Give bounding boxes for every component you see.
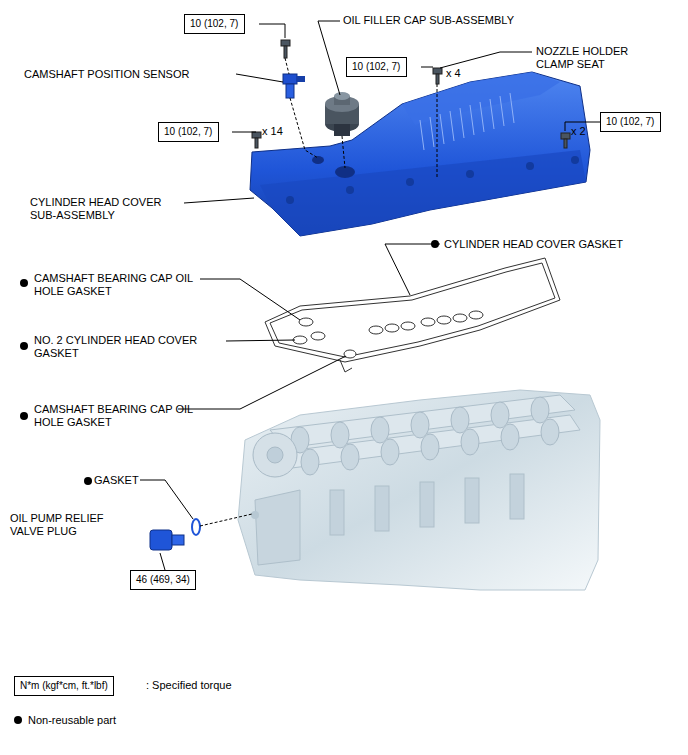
legend-text: Non-reusable part	[28, 714, 116, 726]
part-label: OIL FILLER CAP SUB-ASSEMBLY	[343, 14, 514, 26]
engine-block	[238, 390, 600, 590]
part-label: : Specified torque	[146, 679, 232, 691]
head-cover-gasket	[265, 258, 560, 372]
camshaft-position-sensor	[283, 74, 305, 98]
torque-value: 10 (102, 7)	[606, 116, 654, 127]
relief-valve-plug	[150, 519, 200, 550]
part-label: x 2	[571, 125, 586, 137]
leader-lines	[140, 21, 600, 570]
torque-value: 10 (102, 7)	[352, 61, 400, 72]
part-label: NOZZLE HOLDER CLAMP SEAT	[536, 45, 628, 70]
part-label: NO. 2 CYLINDER HEAD COVER GASKET	[34, 334, 197, 359]
non-reusable-dots	[20, 240, 439, 485]
torque-box: 10 (102, 7)	[346, 57, 407, 77]
part-label: x 14	[262, 125, 283, 137]
cylinder-head-cover	[250, 72, 590, 236]
oil-hole-gaskets	[293, 311, 483, 358]
torque-box: N*m (kgf*cm, ft.*lbf)	[14, 676, 114, 696]
part-label: CAMSHAFT BEARING CAP OIL HOLE GASKET	[34, 272, 193, 297]
oil-filler-cap	[325, 92, 359, 136]
part-label: x 4	[446, 67, 461, 79]
part-label: CYLINDER HEAD COVER GASKET	[444, 238, 623, 250]
part-label: OIL PUMP RELIEF VALVE PLUG	[10, 512, 104, 537]
torque-value: 10 (102, 7)	[190, 18, 238, 29]
dashed-leaders	[200, 58, 437, 526]
torque-value: 10 (102, 7)	[164, 126, 212, 137]
part-label: CYLINDER HEAD COVER SUB-ASSEMBLY	[30, 196, 161, 221]
part-label: GASKET	[94, 474, 139, 486]
torque-value: 46 (469, 34)	[136, 574, 190, 585]
part-label: CAMSHAFT POSITION SENSOR	[24, 68, 189, 80]
part-label: CAMSHAFT BEARING CAP OIL HOLE GASKET	[34, 403, 193, 428]
torque-box: 10 (102, 7)	[158, 122, 219, 142]
torque-value: N*m (kgf*cm, ft.*lbf)	[20, 680, 108, 691]
legend-dot	[14, 716, 22, 724]
torque-box: 10 (102, 7)	[184, 14, 245, 34]
torque-box: 46 (469, 34)	[130, 570, 196, 590]
torque-box: 10 (102, 7)	[600, 112, 661, 132]
